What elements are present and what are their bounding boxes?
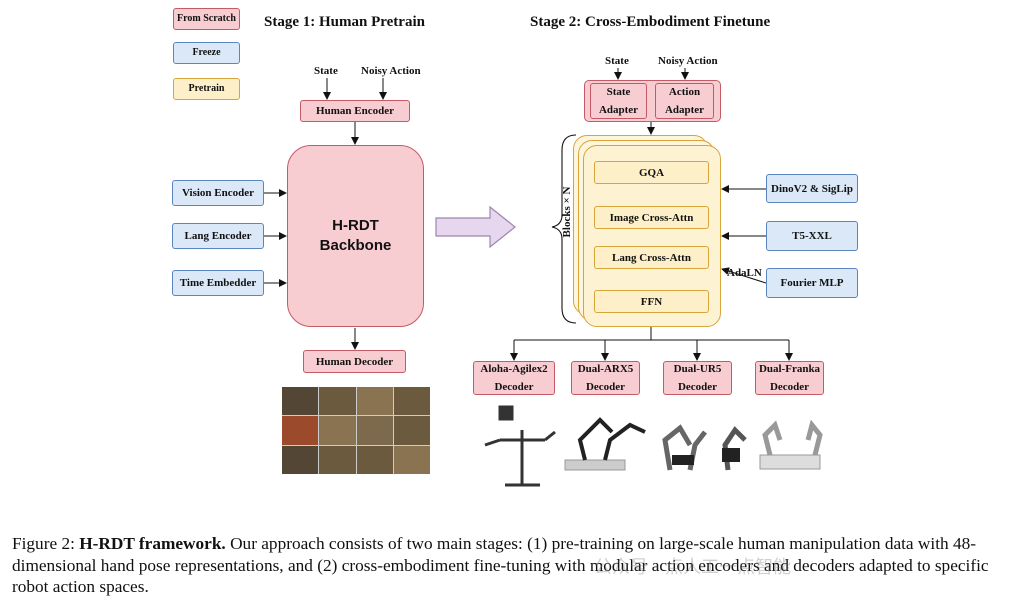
action-adapter: Action Adapter bbox=[655, 83, 714, 119]
t5-xxl-encoder: T5-XXL bbox=[766, 221, 858, 251]
decoder-type: Decoder bbox=[585, 381, 626, 393]
fourier-mlp: Fourier MLP bbox=[766, 268, 858, 298]
caption-text: Our approach consists of two main stages… bbox=[12, 534, 989, 596]
robot-ur5-variant-icon bbox=[722, 426, 747, 471]
caption-prefix: Figure 2: bbox=[12, 534, 80, 553]
decoder-name: Dual-UR5 bbox=[673, 363, 722, 375]
state-adapter: State Adapter bbox=[590, 83, 647, 119]
decoder-dual-franka: Dual-Franka Decoder bbox=[755, 361, 824, 395]
decoder-aloha-agilex2: Aloha-Agilex2 Decoder bbox=[473, 361, 555, 395]
action-adapter-line1: Action bbox=[668, 86, 701, 98]
decoder-type: Decoder bbox=[494, 381, 534, 393]
caption-bold-title: H-RDT framework. bbox=[79, 534, 226, 553]
hrdt-backbone: H-RDT Backbone bbox=[287, 145, 424, 327]
decoder-dual-arx5: Dual-ARX5 Decoder bbox=[571, 361, 640, 395]
decoder-name: Aloha-Agilex2 bbox=[480, 363, 548, 375]
dinov2-siglip-encoder: DinoV2 & SigLip bbox=[766, 174, 858, 203]
architecture-diagram bbox=[264, 68, 823, 487]
state-adapter-line1: State bbox=[606, 86, 631, 98]
vision-encoder: Vision Encoder bbox=[172, 180, 264, 206]
stage1-title: Stage 1: Human Pretrain bbox=[264, 14, 425, 30]
robot-ur5-icon bbox=[662, 424, 707, 471]
state-adapter-line2: Adapter bbox=[598, 104, 639, 116]
ffn-layer: FFN bbox=[594, 290, 709, 313]
action-adapter-line2: Adapter bbox=[664, 104, 705, 116]
robot-aloha-icon bbox=[484, 405, 556, 487]
decoder-type: Decoder bbox=[769, 381, 810, 393]
image-cross-attn-layer: Image Cross-Attn bbox=[594, 206, 709, 229]
human-decoder: Human Decoder bbox=[303, 350, 406, 373]
transition-arrow bbox=[435, 205, 516, 249]
blocks-brace bbox=[551, 134, 577, 324]
gqa-layer: GQA bbox=[594, 161, 709, 184]
stage1-state-label: State bbox=[314, 65, 338, 77]
backbone-subtitle: Backbone bbox=[319, 237, 392, 254]
time-embedder: Time Embedder bbox=[172, 270, 264, 296]
human-manipulation-photo-grid bbox=[282, 387, 430, 474]
robot-arx5-icon bbox=[564, 417, 646, 471]
decoder-name: Dual-Franka bbox=[758, 363, 821, 375]
figure-caption: Figure 2: H-RDT framework. Our approach … bbox=[12, 533, 1022, 598]
human-encoder: Human Encoder bbox=[300, 100, 410, 122]
blocks-n-label: Blocks × N bbox=[561, 186, 573, 238]
decoder-dual-ur5: Dual-UR5 Decoder bbox=[663, 361, 732, 395]
watermark: 公众号 · 点人工一点智能 bbox=[594, 557, 792, 578]
stage2-noisy-action-label: Noisy Action bbox=[658, 55, 718, 67]
robot-franka-icon bbox=[759, 419, 823, 470]
decoder-name: Dual-ARX5 bbox=[577, 363, 634, 375]
backbone-title: H-RDT bbox=[332, 217, 379, 234]
stage2-state-label: State bbox=[605, 55, 629, 67]
lang-encoder: Lang Encoder bbox=[172, 223, 264, 249]
legend-from-scratch: From Scratch bbox=[173, 8, 240, 30]
lang-cross-attn-layer: Lang Cross-Attn bbox=[594, 246, 709, 269]
stage1-noisy-action-label: Noisy Action bbox=[361, 65, 421, 77]
decoder-type: Decoder bbox=[677, 381, 718, 393]
stage2-title: Stage 2: Cross-Embodiment Finetune bbox=[530, 14, 771, 30]
adaln-label: AdaLN bbox=[727, 267, 762, 279]
legend-freeze: Freeze bbox=[173, 42, 240, 64]
legend-pretrain: Pretrain bbox=[173, 78, 240, 100]
